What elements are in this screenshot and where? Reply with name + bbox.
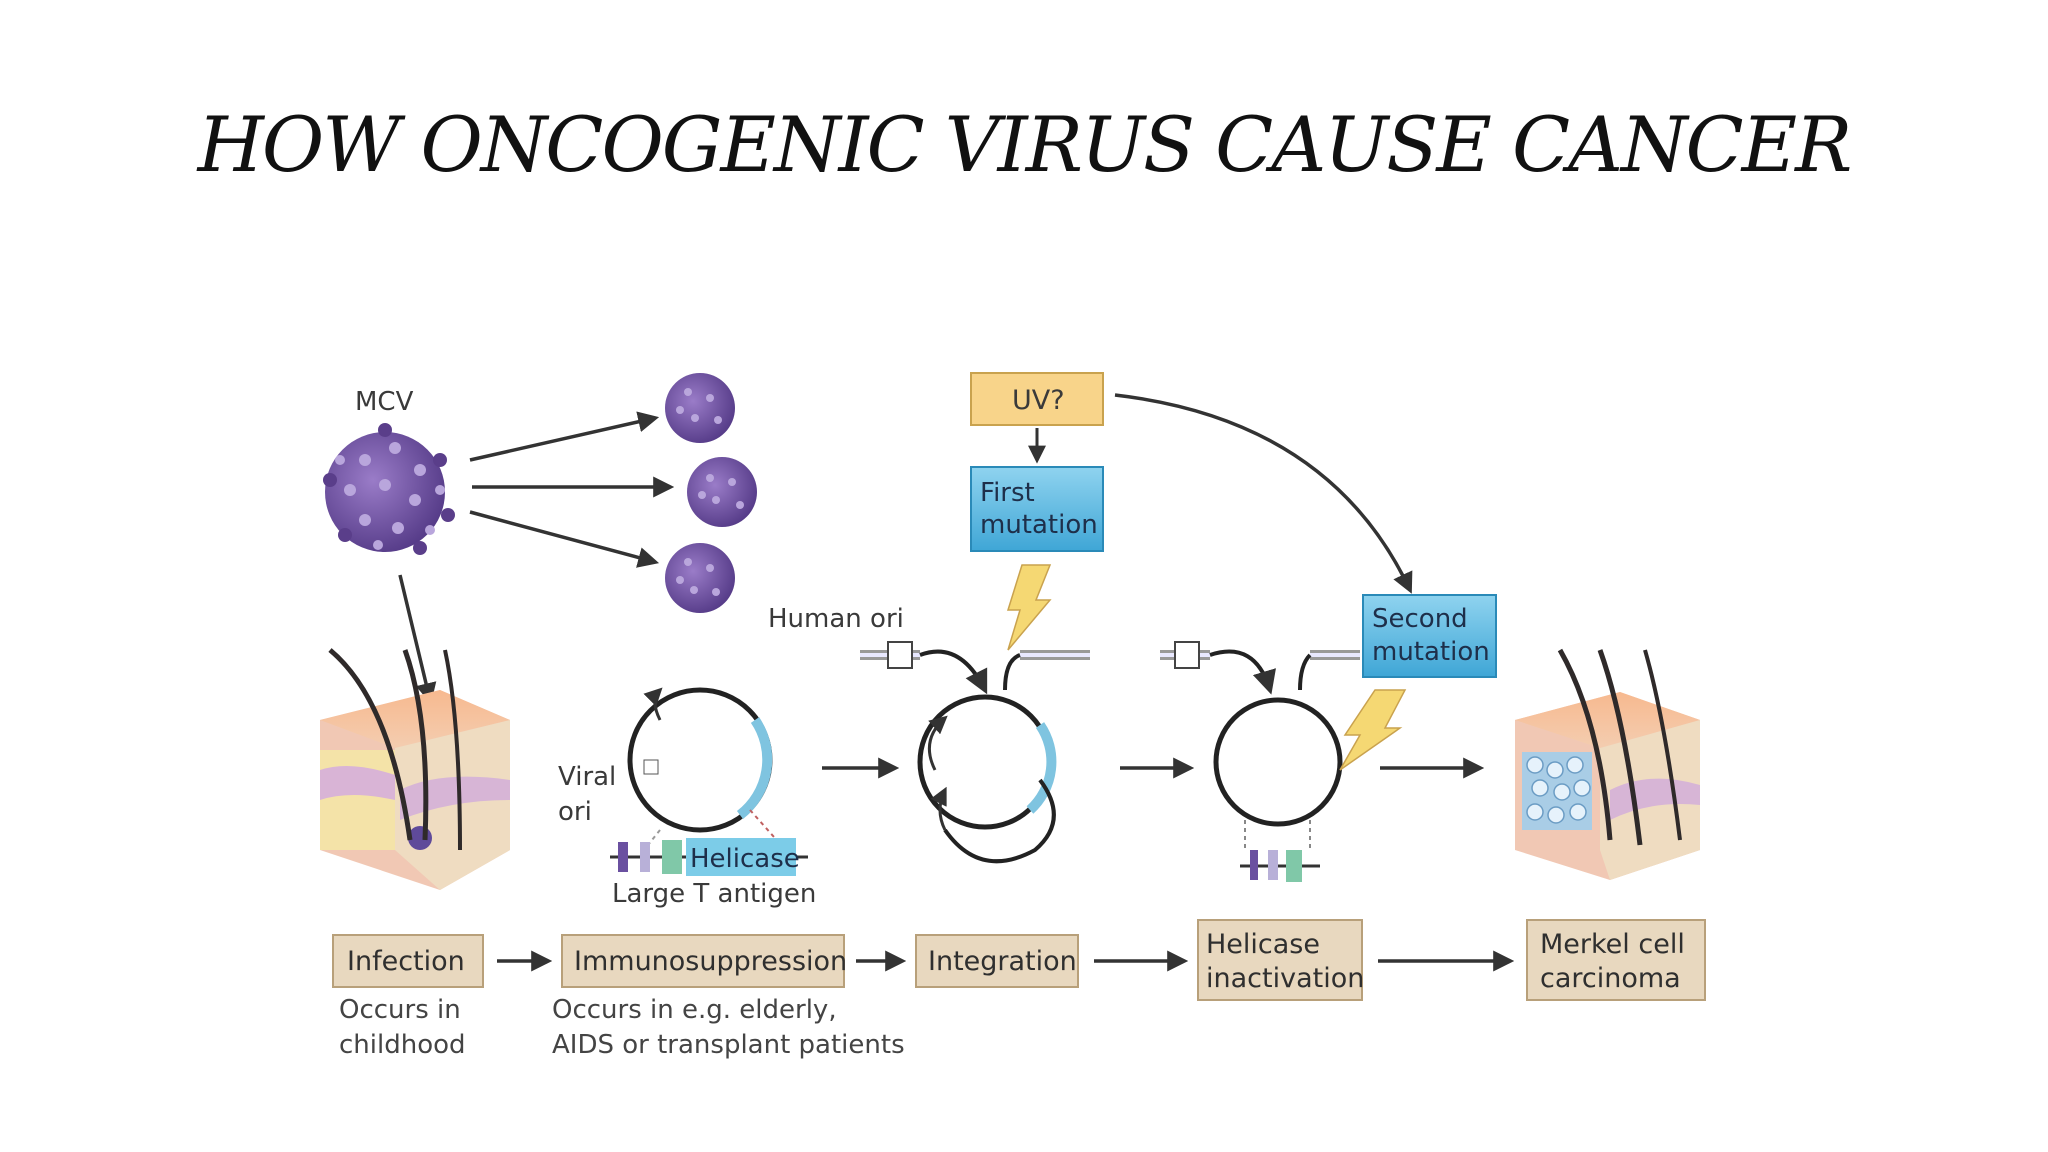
- stage-merkel-label-line1: Merkel cell: [1540, 929, 1685, 960]
- virus-icon: [665, 373, 735, 443]
- slide-title: HOW ONCOGENIC VIRUS CAUSE CANCER: [197, 100, 1853, 189]
- infection-note-line1: Occurs in: [339, 995, 461, 1025]
- uv-box: [970, 372, 1104, 426]
- first-mutation-label-line1: First: [980, 478, 1035, 508]
- large-t-antigen-label: Large T antigen: [612, 879, 816, 909]
- immuno-note-line1: Occurs in e.g. elderly,: [552, 995, 837, 1025]
- infection-note-line2: childhood: [339, 1030, 466, 1060]
- stage-box-infection: [332, 934, 484, 988]
- stage-immunosuppression-label: Immunosuppression: [574, 946, 847, 977]
- stage-box-integration: [915, 934, 1079, 988]
- virus-icon: [323, 423, 455, 555]
- human-ori-label: Human ori: [768, 604, 904, 634]
- first-mutation-label-line2: mutation: [980, 510, 1098, 540]
- stage-box-immunosuppression: [561, 934, 845, 988]
- stage-box-merkel-cell-carcinoma: [1526, 919, 1706, 1001]
- skin-tissue-icon: [1515, 648, 1700, 880]
- stage-merkel-label-line2: carcinoma: [1540, 963, 1681, 994]
- stage-helicase-label-line1: Helicase: [1206, 929, 1320, 960]
- second-mutation-box: [1362, 594, 1497, 678]
- stage-infection-label: Infection: [347, 946, 465, 977]
- stage-box-helicase-inactivation: [1197, 919, 1363, 1001]
- dna-loop-icon: [1160, 641, 1360, 882]
- second-mutation-label-line2: mutation: [1372, 637, 1490, 667]
- dna-loop-icon: [627, 687, 791, 856]
- lightning-icon: [1339, 689, 1407, 771]
- second-mutation-label-line1: Second: [1372, 604, 1468, 634]
- helicase-label: Helicase: [690, 844, 800, 874]
- spread-arrows: [398, 411, 675, 705]
- skin-tissue-icon: [320, 648, 510, 890]
- mcv-label: MCV: [355, 387, 414, 417]
- virus-icon: [687, 457, 757, 527]
- immuno-note-line2: AIDS or transplant patients: [552, 1030, 905, 1060]
- viral-ori-label-line1: Viral: [558, 762, 616, 792]
- large-t-antigen-gene: [610, 838, 808, 876]
- first-mutation-box: [970, 466, 1104, 552]
- dna-loop-icon: [860, 641, 1090, 864]
- virus-icon: [665, 543, 735, 613]
- stage-integration-label: Integration: [928, 946, 1077, 977]
- viral-ori-label-line2: ori: [558, 797, 592, 827]
- stage-helicase-label-line2: inactivation: [1206, 963, 1364, 994]
- lightning-icon: [1006, 564, 1052, 651]
- uv-label: UV?: [1012, 385, 1065, 416]
